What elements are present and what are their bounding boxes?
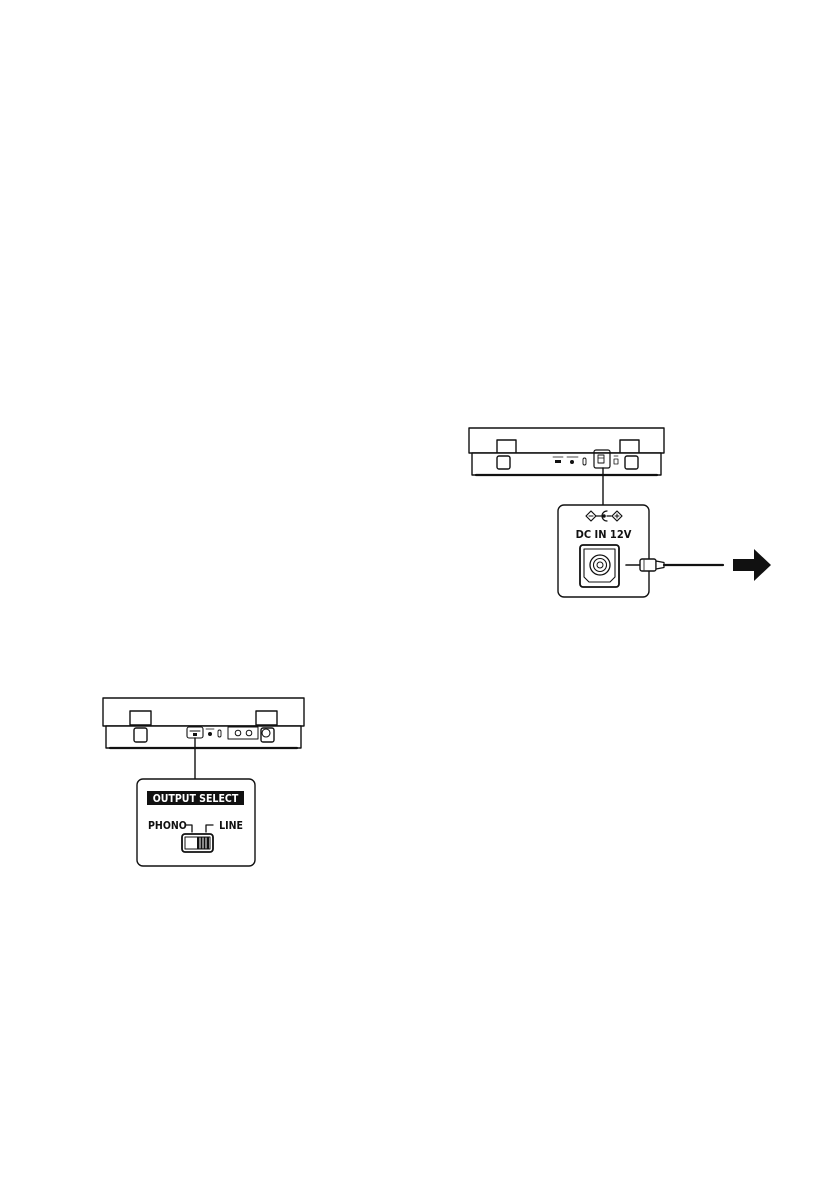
hinge-right [256,711,277,725]
right-arrow-icon [733,549,771,581]
ground-terminal-icon [570,460,574,464]
turntable-rear-view [103,698,304,748]
foot-right [625,456,638,469]
foot-left [134,728,147,742]
dc-plug-cable [626,559,723,571]
dc-polarity-icon [586,511,622,521]
output-select-callout: OUTPUT SELECT PHONO LINE [137,779,255,866]
dc-in-label: DC IN 12V [576,528,632,541]
output-select-figure: OUTPUT SELECT PHONO LINE [103,698,304,866]
dc-in-figure: DC IN 12V [469,428,771,597]
output-select-switch [182,834,213,852]
plug-strain-relief [656,561,664,569]
hinge-right [620,440,639,453]
line-label: LINE [219,820,243,832]
foot-left [497,456,510,469]
hinge-left [130,711,151,725]
ground-terminal-icon [208,732,212,736]
turntable-rear-view-2 [469,428,664,475]
dc-in-jack [580,545,619,587]
dc-in-callout: DC IN 12V [558,505,649,597]
output-select-header: OUTPUT SELECT [153,793,239,805]
plug-body [640,559,656,571]
phono-label: PHONO [148,820,187,832]
hinge-left [497,440,516,453]
